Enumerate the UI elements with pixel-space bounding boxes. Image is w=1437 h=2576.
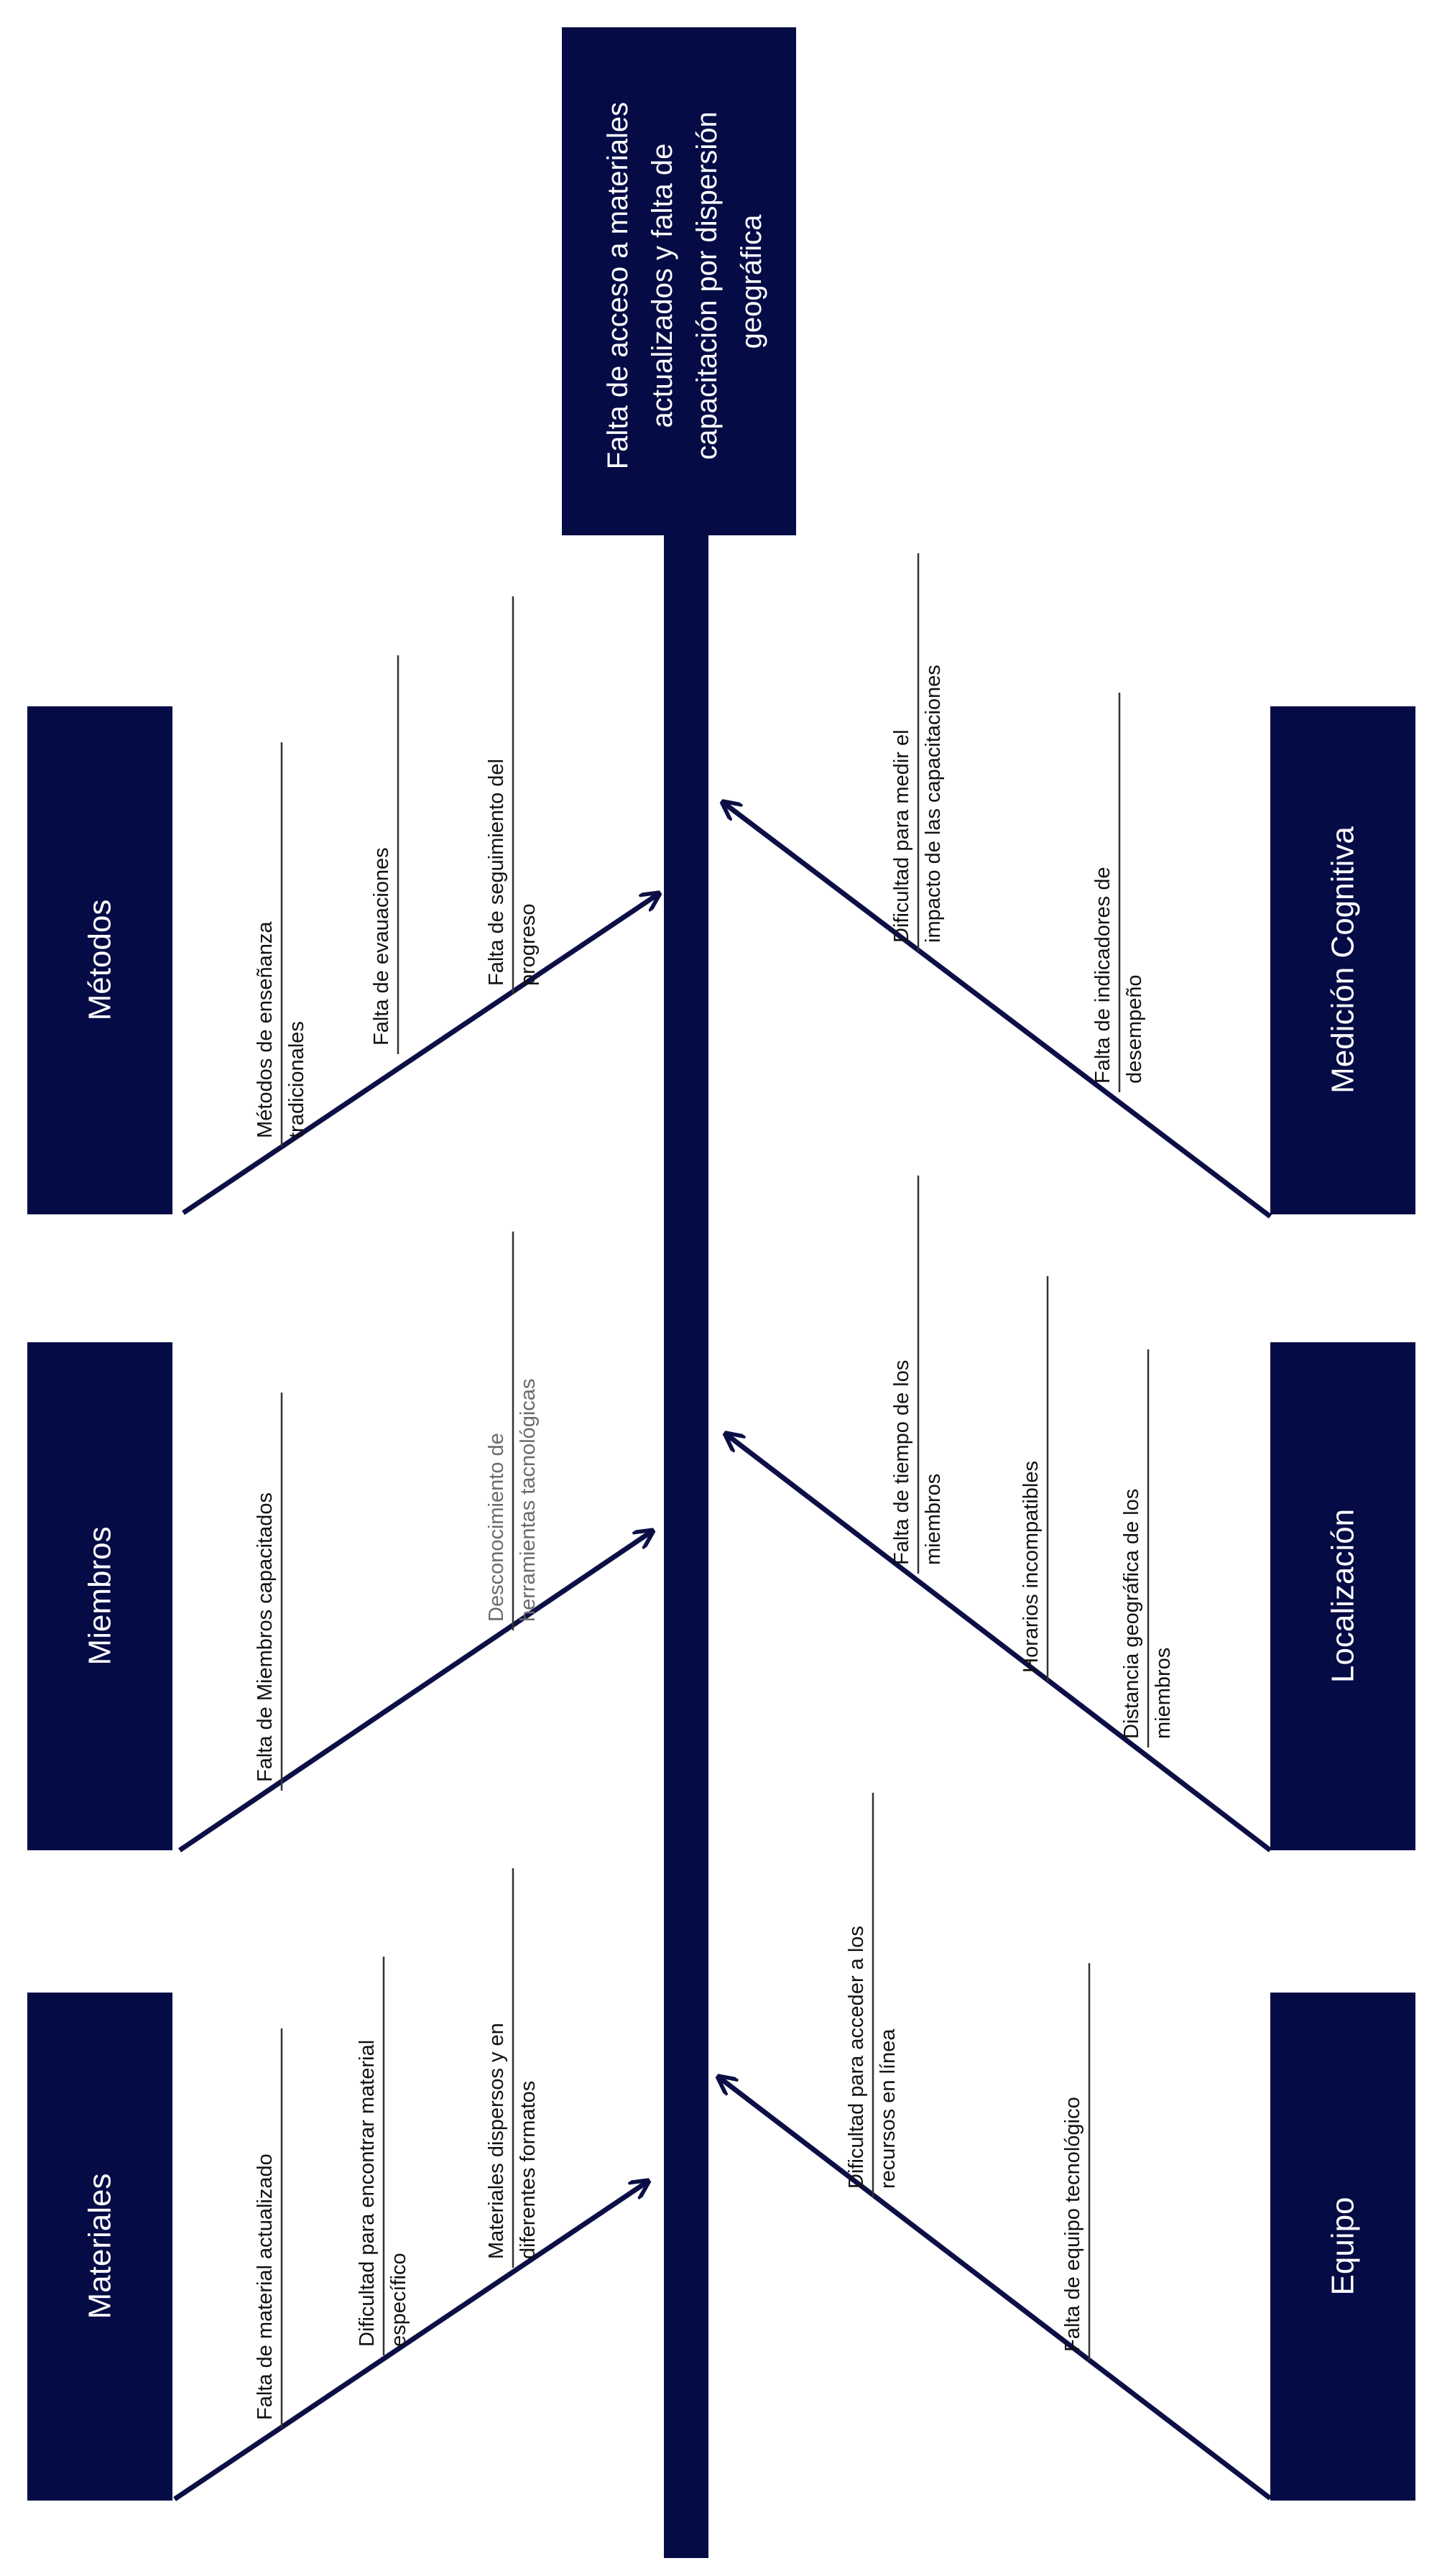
cause-label: Dificultad para medir el impacto de las … [890, 665, 945, 943]
category-metodos: Métodos Métodos de enseñanza tradicional… [27, 596, 657, 1215]
cause-label: Horarios incompatibles [1020, 1461, 1043, 1673]
bone-arrow [182, 895, 657, 1215]
problem-label: Falta de acceso a materiales actualizado… [602, 94, 767, 470]
cause-label: Materiales dispersos y en diferentes for… [485, 2017, 540, 2259]
cause-label: Desconocimiento de herramientas tacnológ… [485, 1378, 540, 1622]
category-label: Métodos [83, 900, 118, 1021]
cause-label: Falta de tiempo de los miembros [890, 1354, 945, 1565]
cause-label: Falta de equipo tecnológico [1061, 2097, 1084, 2352]
cause-label: Falta de material actualizado [254, 2153, 277, 2420]
category-miembros: Miembros Falta de Miembros capacitados D… [27, 1232, 651, 1852]
cause-label: Dificultad para encontrar material espec… [356, 2034, 410, 2347]
cause-label: Falta de seguimiento del progreso [485, 753, 540, 986]
bone-arrow [173, 2182, 647, 2501]
bone-arrow [724, 803, 1272, 1219]
cause-label: Métodos de enseñanza tradicionales [254, 915, 308, 1138]
spine [664, 532, 708, 2558]
category-localizacion: Localización Falta de tiempo de los miem… [727, 1176, 1415, 1852]
bone-arrow [720, 2078, 1272, 2501]
cause-label: Distancia geográfica de los miembros [1120, 1483, 1175, 1739]
category-equipo: Equipo Dificultad para acceder a los rec… [720, 1793, 1415, 2501]
category-label: Localización [1326, 1509, 1361, 1683]
bone-arrow [727, 1435, 1272, 1852]
cause-label: Falta de evauaciones [370, 847, 393, 1045]
category-materiales: Materiales Falta de material actualizado… [27, 1868, 647, 2501]
cause-label: Falta de Miembros capacitados [254, 1492, 277, 1782]
bone-arrow [178, 1532, 651, 1852]
category-label: Medición Cognitiva [1326, 826, 1361, 1094]
category-label: Miembros [83, 1526, 118, 1665]
category-medicion-cognitiva: Medición Cognitiva Dificultad para medir… [724, 553, 1415, 1219]
category-label: Materiales [83, 2174, 118, 2319]
category-label: Equipo [1326, 2197, 1361, 2295]
cause-label: Dificultad para acceder a los recursos e… [845, 1920, 900, 2189]
problem-box: Falta de acceso a materiales actualizado… [562, 27, 796, 535]
cause-label: Falta de indicadores de desempeño [1091, 861, 1146, 1084]
